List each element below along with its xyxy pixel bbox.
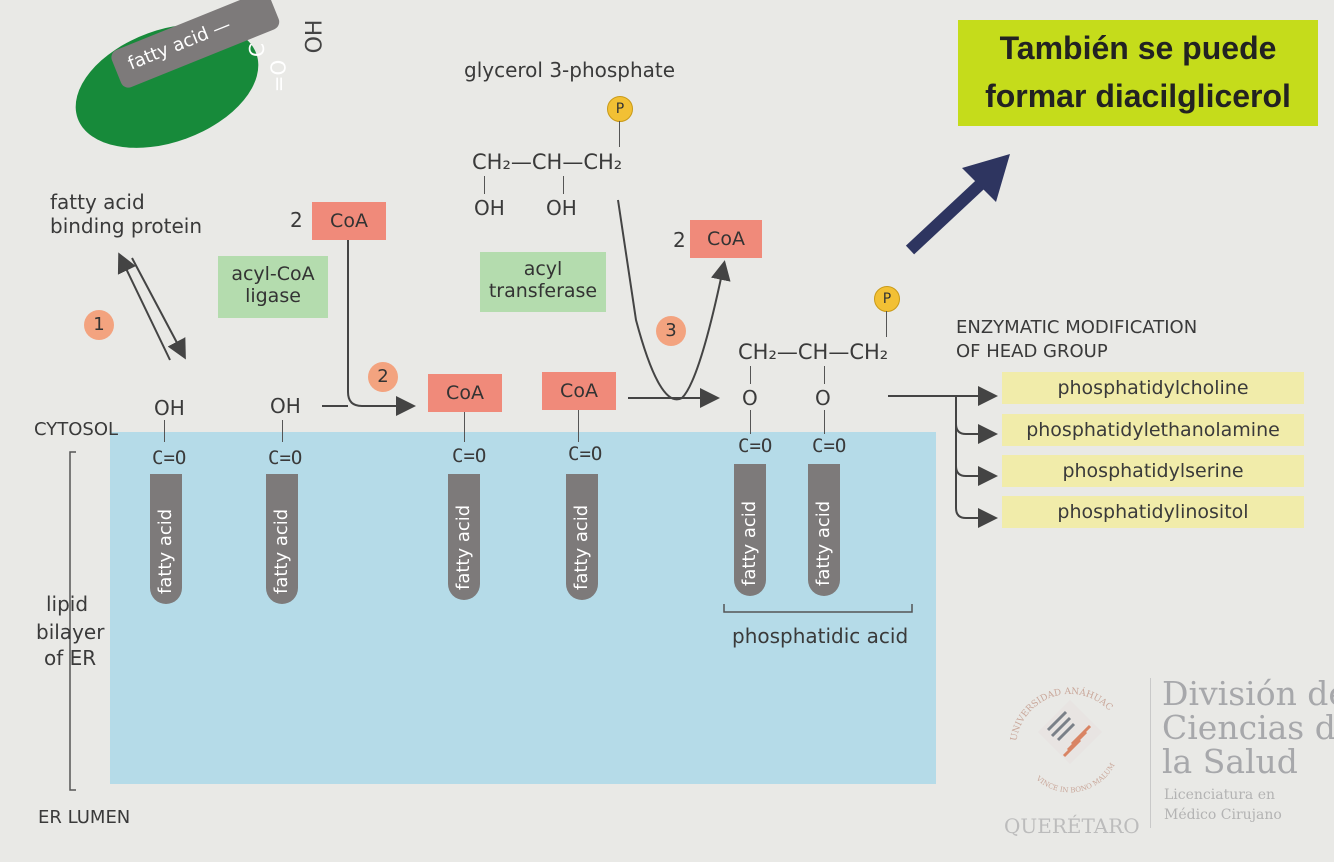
er-bilayer bbox=[110, 432, 936, 784]
mol3-fatty-acid: fatty acid bbox=[453, 504, 474, 590]
mol2-co: C=O bbox=[268, 447, 303, 469]
pa-bond-1b bbox=[750, 410, 751, 434]
university-seal: UNIVERSIDAD ANÁHUAC VINCE IN BONO MALUM bbox=[1009, 686, 1117, 795]
mol1-oh: OH bbox=[154, 396, 185, 420]
logo-program-line1: Licenciatura en bbox=[1164, 787, 1276, 803]
product-phosphatidylethanolamine: phosphatidylethanolamine bbox=[1002, 414, 1304, 446]
transferase-line1: acyl bbox=[523, 258, 563, 280]
pa-chain: CH₂—CH—CH₂ bbox=[738, 340, 889, 364]
glycerol-title: glycerol 3-phosphate bbox=[464, 58, 676, 82]
note-box: También se puede formar diacilglicerol bbox=[958, 20, 1318, 126]
mol2-fatty-acid: fatty acid bbox=[271, 508, 292, 594]
glycerol-phosphate-icon: P bbox=[607, 96, 633, 122]
pa-fatty-acid-1: fatty acid bbox=[739, 500, 760, 586]
pa-tail-1 bbox=[734, 464, 766, 596]
bilayer-line2: bilayer bbox=[36, 620, 105, 644]
logo-divider bbox=[1150, 678, 1151, 828]
note-line2: formar diacilglicerol bbox=[985, 78, 1291, 114]
mol3-bond bbox=[464, 412, 465, 442]
logo-city: QUERÉTARO bbox=[1004, 814, 1140, 838]
transferase-line2: transferase bbox=[488, 280, 598, 302]
modification-line2: OF HEAD GROUP bbox=[956, 341, 1108, 362]
glycerol-bond-1 bbox=[484, 176, 485, 194]
mol4-coa: CoA bbox=[542, 372, 616, 410]
pa-o2: O bbox=[815, 386, 831, 410]
ligase-line2: ligase bbox=[245, 285, 301, 307]
logo-division-line1: División de bbox=[1162, 674, 1334, 713]
product-phosphatidylserine: phosphatidylserine bbox=[1002, 455, 1304, 487]
mol1-tail bbox=[150, 474, 182, 604]
mol1-fatty-acid: fatty acid bbox=[155, 508, 176, 594]
ligase-line1: acyl-CoA bbox=[231, 263, 315, 285]
modification-arrows bbox=[888, 386, 998, 528]
transferase-box: acyl transferase bbox=[480, 252, 606, 312]
logo-program-line2: Médico Cirujano bbox=[1164, 807, 1282, 823]
ligase-arrow bbox=[322, 240, 416, 416]
er-lumen-label: ER LUMEN bbox=[38, 807, 131, 828]
bilayer-line3: of ER bbox=[44, 646, 97, 670]
mol1-bond bbox=[164, 420, 165, 442]
mol4-fatty-acid: fatty acid bbox=[571, 504, 592, 590]
pa-tail-2 bbox=[808, 464, 840, 596]
note-line1: También se puede bbox=[999, 30, 1277, 66]
pa-bond-1a bbox=[750, 366, 751, 384]
pa-bond-2a bbox=[824, 366, 825, 384]
mol4-bond bbox=[578, 410, 579, 442]
pa-fatty-acid-2: fatty acid bbox=[813, 500, 834, 586]
glycerol-chain: CH₂—CH—CH₂ bbox=[472, 150, 623, 174]
seal-motto-text: VINCE IN BONO MALUM bbox=[1034, 762, 1117, 795]
step-1-arrows bbox=[117, 252, 186, 361]
step-3-badge: 3 bbox=[656, 316, 686, 346]
mol3-co: C=O bbox=[452, 445, 487, 467]
phosphatidic-acid-bracket bbox=[723, 604, 913, 613]
step-2-badge: 2 bbox=[368, 362, 398, 392]
pa-p-bond bbox=[886, 311, 887, 337]
step-1-badge: 1 bbox=[84, 310, 114, 340]
mol2-oh: OH bbox=[270, 394, 301, 418]
mol2-bond bbox=[282, 420, 283, 442]
modification-line1: ENZYMATIC MODIFICATION bbox=[956, 317, 1198, 338]
mol4-tail bbox=[566, 474, 598, 600]
seal-emblem bbox=[1038, 700, 1102, 764]
glycerol-p-bond bbox=[619, 121, 620, 147]
bilayer-bracket bbox=[69, 451, 76, 791]
coa-out-count: 2 bbox=[673, 228, 686, 252]
coa-out-box: CoA bbox=[690, 220, 762, 258]
cytosol-label: CYTOSOL bbox=[34, 419, 119, 440]
logo-division-line2: Ciencias de bbox=[1162, 708, 1334, 747]
mol4-co: C=O bbox=[568, 443, 603, 465]
pa-o1: O bbox=[742, 386, 758, 410]
glycerol-oh1: OH bbox=[474, 196, 505, 220]
pa-co1: C=O bbox=[738, 435, 773, 457]
protein-name-line1: fatty acid bbox=[50, 190, 145, 214]
mol1-co: C=O bbox=[152, 447, 187, 469]
pa-co2: C=O bbox=[812, 435, 847, 457]
product-phosphatidylcholine: phosphatidylcholine bbox=[1002, 372, 1304, 404]
transferase-arrow bbox=[617, 199, 731, 408]
protein-name-line2: binding protein bbox=[50, 214, 203, 238]
logo-division-line3: la Salud bbox=[1162, 742, 1298, 781]
coa-in-count: 2 bbox=[290, 208, 303, 232]
ligase-box: acyl-CoA ligase bbox=[218, 256, 328, 318]
product-phosphatidylinositol: phosphatidylinositol bbox=[1002, 496, 1304, 528]
mol3-coa: CoA bbox=[428, 374, 502, 412]
coa-in-box: CoA bbox=[312, 202, 386, 240]
mol3-tail bbox=[448, 474, 480, 600]
glycerol-oh2: OH bbox=[546, 196, 577, 220]
pa-phosphate-icon: P bbox=[874, 286, 900, 312]
pa-label: phosphatidic acid bbox=[732, 624, 909, 648]
bilayer-line1: lipid bbox=[46, 592, 89, 616]
mol2-tail bbox=[266, 474, 298, 604]
diacylglycerol-arrow bbox=[905, 154, 1010, 255]
glycerol-bond-2 bbox=[563, 176, 564, 194]
pa-bond-2b bbox=[824, 410, 825, 434]
